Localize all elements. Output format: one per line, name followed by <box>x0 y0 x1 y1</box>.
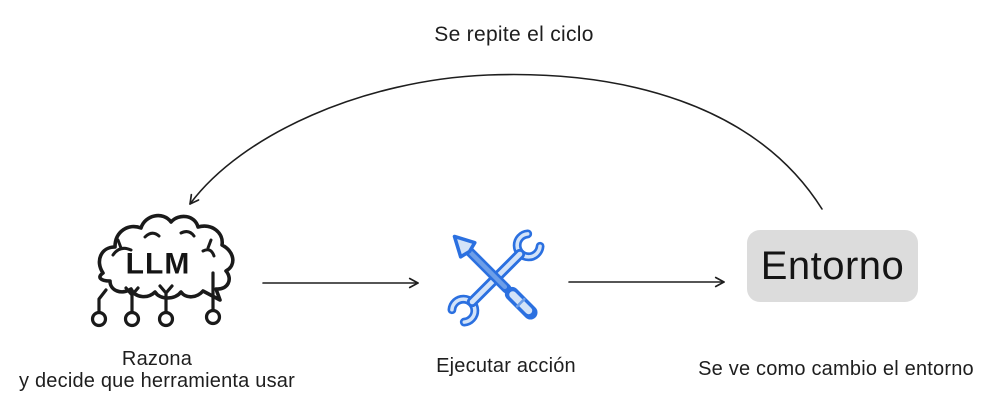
environment-caption: Se ve como cambio el entorno <box>698 358 974 380</box>
screwdriver-shaft-fill <box>469 251 508 290</box>
llm-icon-label: LLM <box>126 248 191 281</box>
environment-box: Entorno <box>747 230 918 302</box>
cycle-label: Se repite el ciclo <box>434 23 594 46</box>
llm-caption-line1: Razona <box>121 348 193 370</box>
screwdriver-tip <box>452 234 477 259</box>
environment-box-label: Entorno <box>760 243 905 288</box>
brain-outline <box>97 213 235 302</box>
screwdriver-handle-grip <box>515 297 526 308</box>
llm-caption: Razona y decide que herramienta usar <box>19 348 295 392</box>
action-caption: Ejecutar acción <box>436 355 576 377</box>
llm-caption-line2: y decide que herramienta usar <box>19 370 295 392</box>
brain-node-circle <box>157 310 175 328</box>
cycle-return-arrow <box>189 73 823 210</box>
tools-icon <box>447 229 545 327</box>
brain-llm-icon: LLM <box>90 213 235 328</box>
brain-node-circle <box>123 310 141 328</box>
brain-node-circle <box>90 310 108 328</box>
brain-connector-stems <box>97 271 215 314</box>
brain-folds <box>111 230 216 258</box>
llm-node: LLM <box>85 203 245 340</box>
action-node <box>443 225 549 336</box>
brain-node-circle <box>204 308 222 326</box>
